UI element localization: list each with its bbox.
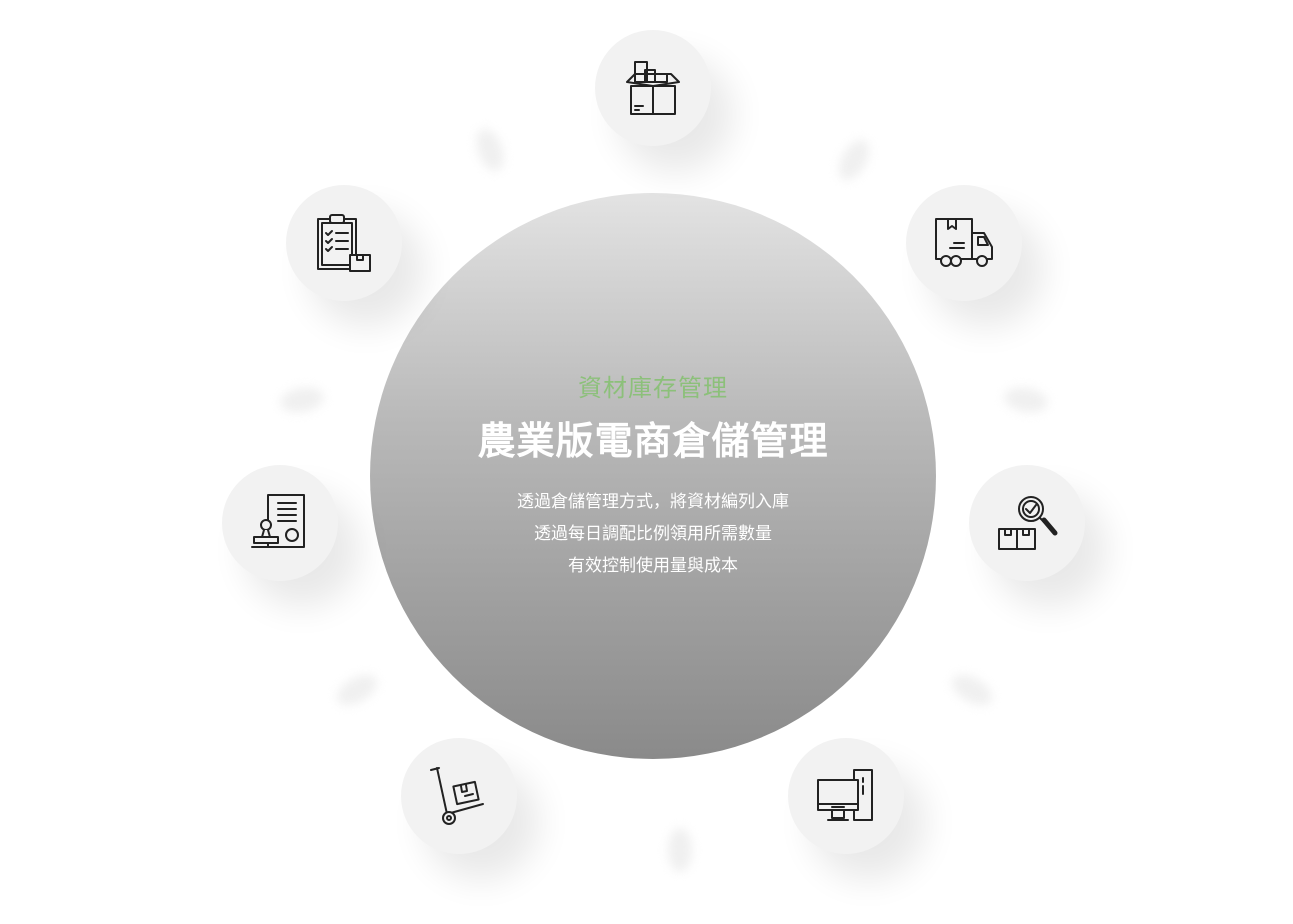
description-line: 有效控制使用量與成本	[568, 556, 738, 576]
section-description: 透過倉儲管理方式，將資材編列入庫 透過每日調配比例領用所需數量 有效控制使用量與…	[370, 486, 936, 582]
center-circle	[370, 193, 936, 759]
decor-blob	[832, 134, 876, 186]
magnifier-check-boxes-icon	[998, 496, 1058, 550]
bubble-certification	[222, 465, 338, 581]
decor-blob	[278, 384, 326, 416]
delivery-truck-icon	[935, 218, 993, 267]
bubble-system	[788, 738, 904, 854]
section-title: 農業版電商倉儲管理	[477, 419, 829, 463]
decor-blob	[331, 668, 383, 712]
computer-tower-icon	[817, 769, 873, 821]
section-subtitle: 資材庫存管理	[578, 374, 728, 402]
clipboard-checklist-icon	[317, 214, 371, 272]
bubble-checklist	[286, 185, 402, 301]
decor-blob	[946, 668, 998, 712]
certificate-stamp-icon	[251, 494, 305, 548]
description-line: 透過倉儲管理方式，將資材編列入庫	[517, 492, 789, 512]
hand-truck-icon	[430, 767, 484, 825]
open-box-with-products-icon	[626, 61, 680, 115]
description-line: 透過每日調配比例領用所需數量	[534, 524, 772, 544]
decor-blob	[471, 125, 509, 175]
bubble-inspection	[969, 465, 1085, 581]
decor-blob	[668, 828, 692, 872]
decor-blob	[1002, 384, 1050, 416]
bubble-delivery	[906, 185, 1022, 301]
bubble-inventory	[595, 30, 711, 146]
bubble-transport	[401, 738, 517, 854]
